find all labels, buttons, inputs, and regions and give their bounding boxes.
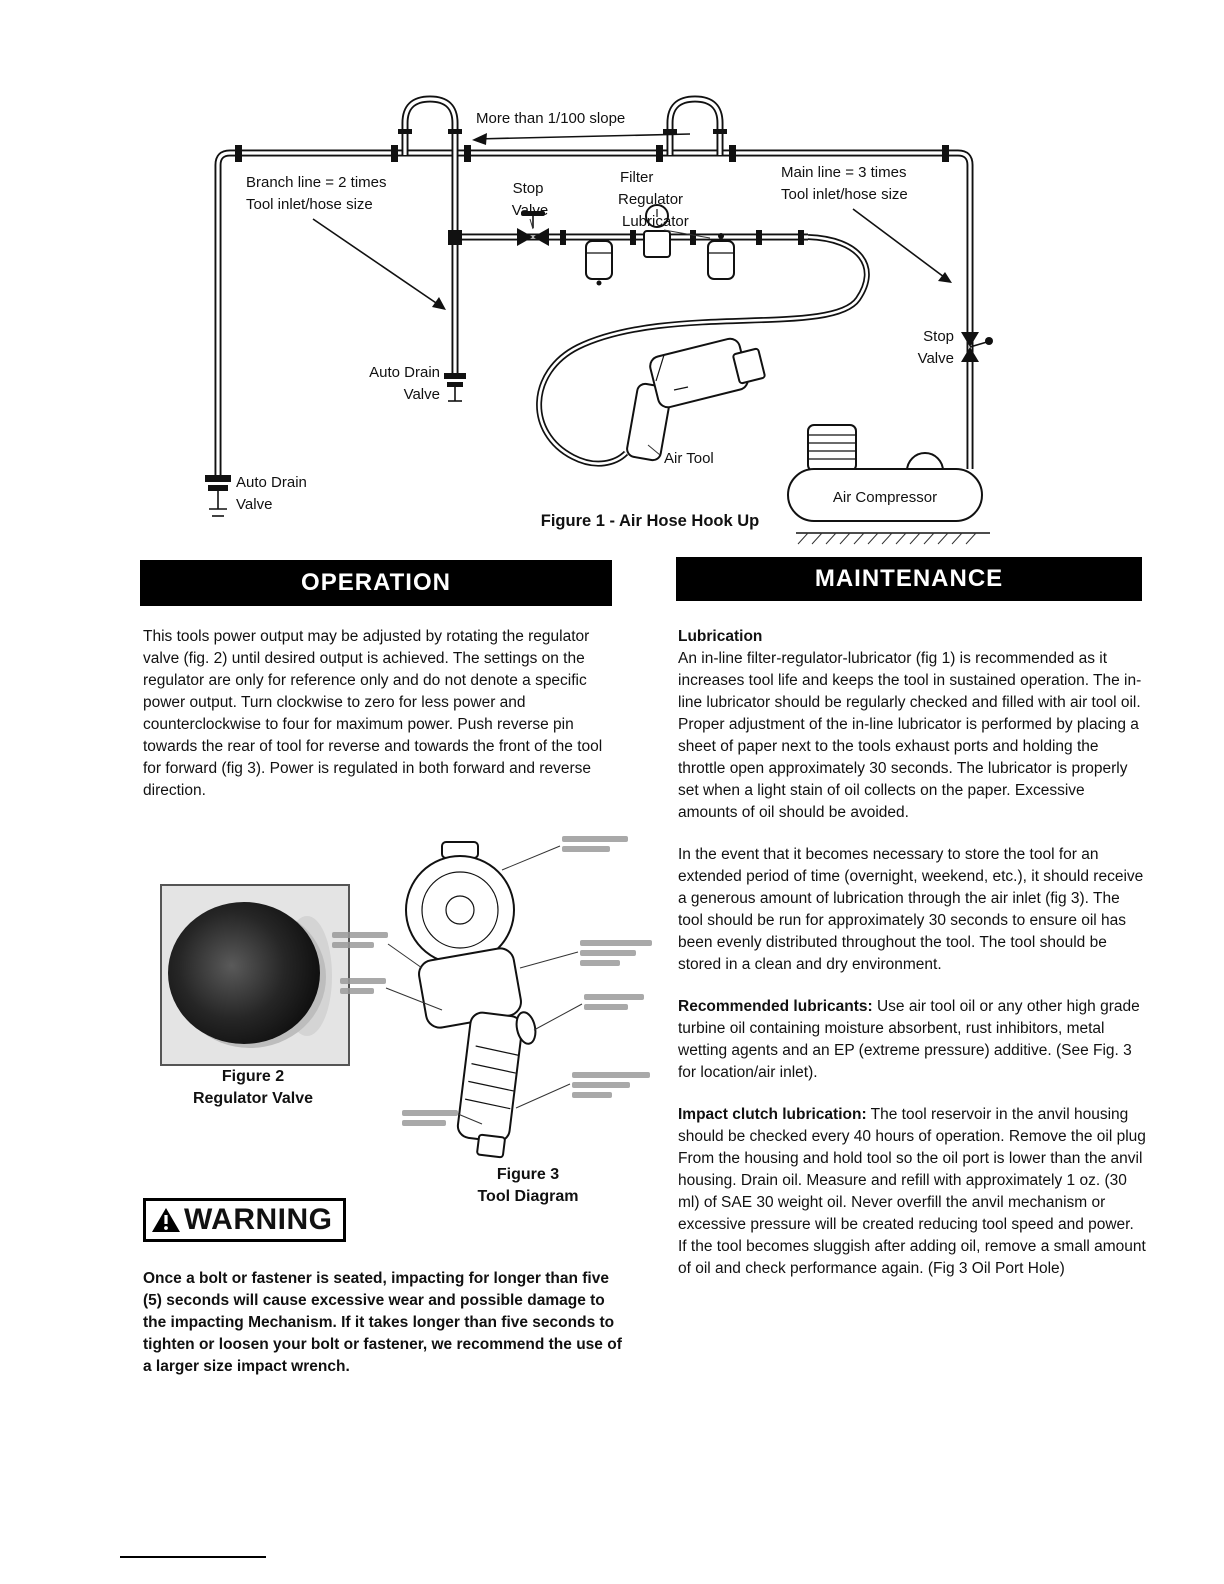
frl-label-1: Filter xyxy=(620,169,653,186)
pipe-fittings xyxy=(235,129,949,245)
figure3-caption: Figure 3 Tool Diagram xyxy=(415,1164,641,1208)
air-compressor-label: Air Compressor xyxy=(833,489,937,506)
stop-valve-right-symbol xyxy=(961,332,993,362)
lubrication-body: An in-line filter-regulator-lubricator (… xyxy=(678,650,1142,821)
warning-box: WARNING xyxy=(143,1198,346,1242)
regulator-symbol xyxy=(643,204,671,258)
footer-rule xyxy=(120,1556,266,1558)
lubricator-symbol xyxy=(707,233,735,280)
figure3-diagram xyxy=(332,836,652,1159)
pipe-arch-2 xyxy=(666,95,724,155)
stop-valve-right-label-1: Stop xyxy=(923,328,954,345)
maintenance-column: Lubrication An in-line filter-regulator-l… xyxy=(678,626,1146,1300)
impact-clutch-heading: Impact clutch lubrication: xyxy=(678,1106,867,1123)
filter-symbol xyxy=(585,240,613,286)
operation-header: OPERATION xyxy=(140,560,612,606)
illegible-label xyxy=(332,836,652,1126)
auto-drain-mid-label-2: Valve xyxy=(404,386,440,403)
lubricants-body: Use air tool oil or any other high grade… xyxy=(678,998,1140,1081)
storage-paragraph: In the event that it becomes necessary t… xyxy=(678,846,1144,973)
regulator-knob-photo xyxy=(168,902,320,1044)
auto-drain-valve-mid-symbol xyxy=(444,373,466,402)
maintenance-header-label: MAINTENANCE xyxy=(814,565,1004,592)
impact-wrench-drawing xyxy=(405,841,537,1159)
stop-valve-symbol xyxy=(517,211,549,246)
warning-paragraph: Once a bolt or fastener is seated, impac… xyxy=(143,1269,622,1375)
operation-column: This tools power output may be adjusted … xyxy=(143,626,615,822)
lubricants-heading: Recommended lubricants: xyxy=(678,998,873,1015)
stop-valve-top-label-2: Valve xyxy=(512,202,548,219)
air-compressor-drawing xyxy=(787,424,990,545)
figure2-caption-line2: Regulator Valve xyxy=(192,1090,314,1107)
branch-line-label-2: Tool inlet/hose size xyxy=(246,196,373,213)
maintenance-header: MAINTENANCE xyxy=(676,557,1142,601)
air-tool-label: Air Tool xyxy=(664,450,714,467)
operation-header-label: OPERATION xyxy=(301,569,451,596)
warning-label: WARNING xyxy=(184,1203,333,1236)
air-tool-drawing xyxy=(626,337,766,462)
figure3-caption-line1: Figure 3 xyxy=(496,1166,560,1183)
frl-label-3: Lubricator xyxy=(622,213,689,230)
stop-valve-right-label-2: Valve xyxy=(918,350,954,367)
warning-triangle-icon xyxy=(152,1208,180,1232)
auto-drain-left-label-1: Auto Drain xyxy=(236,474,307,491)
figure1-caption: Figure 1 - Air Hose Hook Up xyxy=(540,512,760,530)
main-line-label-2: Tool inlet/hose size xyxy=(781,186,908,203)
impact-clutch-paragraph: Impact clutch lubrication: The tool rese… xyxy=(678,1104,1146,1280)
stop-valve-top-label-1: Stop xyxy=(513,180,544,197)
figure2-caption: Figure 2 Regulator Valve xyxy=(140,1066,366,1110)
lubricants-paragraph: Recommended lubricants: Use air tool oil… xyxy=(678,996,1146,1084)
auto-drain-left-label-2: Valve xyxy=(236,496,272,513)
figure1-diagram: More than 1/100 slope Branch line = 2 ti… xyxy=(205,95,993,545)
slope-label: More than 1/100 slope xyxy=(476,110,625,127)
auto-drain-mid-label-1: Auto Drain xyxy=(369,364,440,381)
impact-clutch-body: The tool reservoir in the anvil housing … xyxy=(678,1106,1146,1277)
figure2-caption-line1: Figure 2 xyxy=(221,1068,285,1085)
main-line-label-1: Main line = 3 times xyxy=(781,164,906,181)
frl-label-2: Regulator xyxy=(618,191,683,208)
lubrication-heading: Lubrication xyxy=(678,628,763,645)
pipe-arch-1 xyxy=(401,95,459,155)
branch-line-label-1: Branch line = 2 times xyxy=(246,174,387,191)
auto-drain-valve-left-symbol xyxy=(205,475,231,517)
figure3-callout-lines xyxy=(385,845,583,1125)
figure3-caption-line2: Tool Diagram xyxy=(477,1188,579,1205)
figure2-photo xyxy=(160,884,350,1066)
callout-arrows xyxy=(312,133,952,456)
lubrication-paragraph: Lubrication An in-line filter-regulator-l… xyxy=(678,626,1146,824)
operation-paragraph: This tools power output may be adjusted … xyxy=(143,628,603,799)
